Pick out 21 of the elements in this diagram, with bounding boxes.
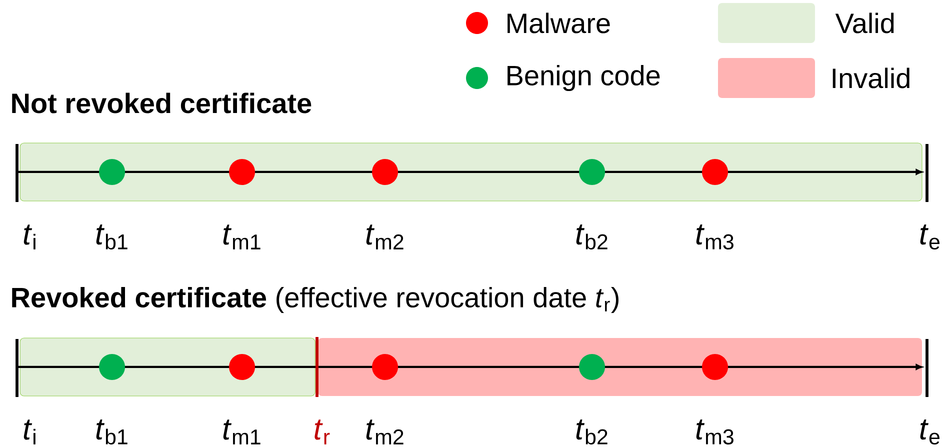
legend-label: Benign code: [508, 64, 660, 92]
time-label: t$_{m2}$: [366, 224, 404, 250]
heading: Not revoked certificate: [12, 92, 312, 114]
time-label: t$_{b2}$: [576, 419, 608, 444]
time-label: t$_{i}$: [24, 420, 36, 444]
legend-label: Malware: [508, 12, 610, 34]
legend-label: Valid: [835, 12, 894, 34]
time-label: t$_{m3}$: [696, 419, 734, 444]
time-label: t$_{m3}$: [696, 224, 734, 250]
legend-label: Invalid: [832, 68, 910, 88]
time-label: t$_{i}$: [24, 224, 36, 250]
time-label: t$_{e}$: [920, 419, 940, 444]
heading: Revoked certificate (effective revocation date t$_{r}$): [12, 286, 618, 314]
time-label: t$_{m1}$: [223, 224, 260, 250]
time-label: t$_{e}$: [920, 224, 940, 250]
time-label: t$_{m2}$: [366, 420, 404, 444]
time-label: t$_{m1}$: [223, 420, 260, 444]
time-label: t$_{r}$: [314, 420, 330, 444]
time-label: t$_{b1}$: [96, 419, 128, 444]
time-label: t$_{b2}$: [576, 224, 608, 250]
time-label: t$_{b1}$: [96, 224, 128, 250]
